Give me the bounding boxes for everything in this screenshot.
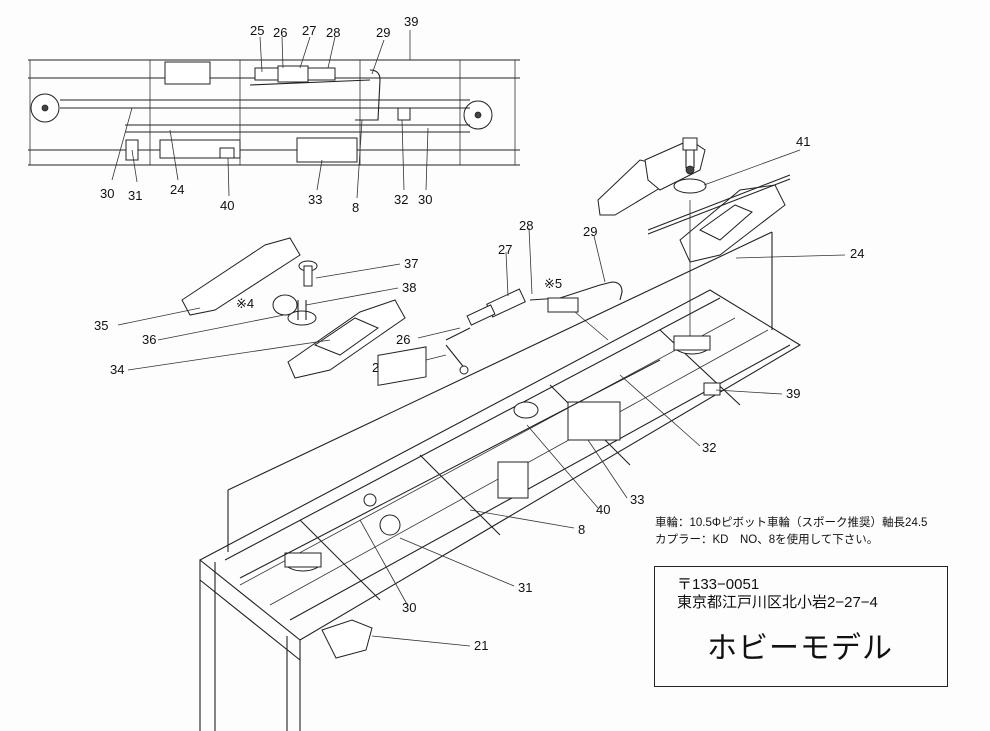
inset-callout-30b: 30: [418, 192, 432, 207]
linkage-callout-29: 29: [583, 224, 597, 239]
inset-callout-31: 31: [128, 188, 142, 203]
frame-callout-30: 30: [402, 600, 416, 615]
inset-callout-28: 28: [326, 25, 340, 40]
inset-callout-25: 25: [250, 23, 264, 38]
inset-callout-8: 8: [352, 200, 359, 215]
maker-address: 東京都江戸川区北小岩2−27−4: [677, 594, 878, 611]
linkage-callout-28: 28: [519, 218, 533, 233]
frame-callout-39: 39: [786, 386, 800, 401]
left-bogie-callout-35: 35: [94, 318, 108, 333]
left-bogie-callout-36: 36: [142, 332, 156, 347]
linkage-mark-5: ※5: [544, 276, 562, 291]
inset-callout-30a: 30: [100, 186, 114, 201]
left-bogie-callout-37: 37: [404, 256, 418, 271]
inset-callout-29: 29: [376, 25, 390, 40]
frame-callout-40: 40: [596, 502, 610, 517]
inset-callout-33: 33: [308, 192, 322, 207]
inset-callout-40: 40: [220, 198, 234, 213]
frame-callout-21: 21: [474, 638, 488, 653]
wheel-note: 車輪：10.5Φピボット車輪（スポーク推奨）軸長24.5: [655, 517, 928, 529]
inset-assembled-view: [28, 59, 520, 166]
frame-callout-32: 32: [702, 440, 716, 455]
inset-callout-27: 27: [302, 23, 316, 38]
inset-callout-32: 32: [394, 192, 408, 207]
right-bogie-callout-41: 41: [796, 134, 810, 149]
right-bogie: 41 24: [597, 134, 864, 340]
maker-name: ホビーモデル: [707, 632, 893, 665]
frame-callout-33: 33: [630, 492, 644, 507]
inset-callout-26: 26: [273, 25, 287, 40]
main-frame: 39 32 40 33 8 31 30 21: [199, 231, 802, 731]
linkage-callout-26: 26: [396, 332, 410, 347]
left-bogie-callout-34: 34: [110, 362, 124, 377]
maker-info-box: 〒133−0051 東京都江戸川区北小岩2−27−4 ホビーモデル: [654, 566, 948, 687]
frame-callout-8: 8: [578, 522, 585, 537]
left-bogie-mark-4: ※4: [236, 296, 254, 311]
inset-callout-39: 39: [404, 14, 418, 29]
frame-callout-31: 31: [518, 580, 532, 595]
coupler-note: カプラー：KD NO、8を使用して下さい。: [655, 534, 879, 546]
inset-callout-24: 24: [170, 182, 184, 197]
left-bogie: 37 38 ※4 35 36 34: [94, 237, 418, 379]
maker-postal-code: 〒133−0051: [677, 576, 760, 593]
inset-callouts: 25 26 27 28 29 39 30 31 24 40 33 8 32 30: [100, 14, 432, 215]
linkage-callout-27: 27: [498, 242, 512, 257]
right-bogie-callout-24: 24: [850, 246, 864, 261]
left-bogie-callout-38: 38: [402, 280, 416, 295]
